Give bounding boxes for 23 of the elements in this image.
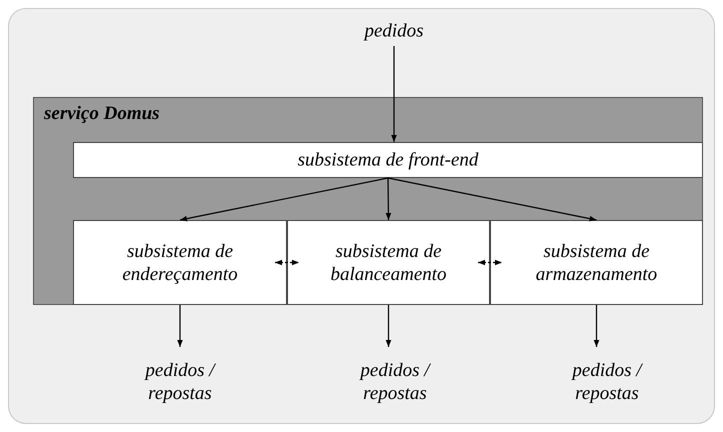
node-label: subsistema de endereçamento	[121, 240, 239, 286]
arrow	[594, 305, 600, 347]
process-box	[490, 220, 703, 305]
node-label: pedidos / repostas	[358, 359, 432, 405]
arrow	[388, 177, 597, 222]
section-heading: serviço Domus	[43, 102, 161, 125]
node-label: subsistema de front-end	[296, 148, 480, 172]
arrow	[386, 305, 392, 347]
arrow	[478, 260, 502, 266]
arrow	[386, 178, 392, 220]
node-label: subsistema de balanceamento	[329, 240, 448, 286]
arrow	[180, 177, 388, 222]
node-label: pedidos	[362, 20, 425, 42]
process-box	[73, 220, 287, 305]
node-label: subsistema de armazenamento	[534, 240, 658, 286]
process-box	[287, 220, 490, 305]
arrow	[177, 305, 183, 347]
node-label: pedidos / repostas	[143, 359, 217, 405]
service-band	[33, 97, 703, 305]
arrow	[275, 260, 299, 266]
node-label: pedidos / repostas	[570, 359, 644, 405]
arrow	[391, 46, 397, 142]
process-box	[73, 142, 703, 178]
